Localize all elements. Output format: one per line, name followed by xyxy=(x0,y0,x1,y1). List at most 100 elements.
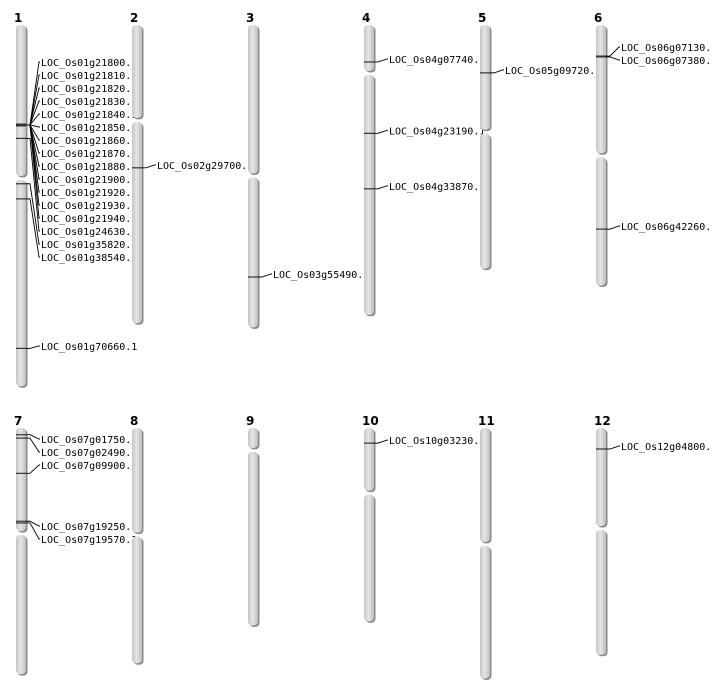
marker-leader-line xyxy=(374,129,388,134)
chromosome-11: 11 xyxy=(478,414,495,680)
chromosome-6: 6LOC_Os06g07130.1LOC_Os06g07380.1LOC_Os0… xyxy=(594,11,712,287)
chromosome-number: 4 xyxy=(362,11,370,25)
chromosome-long-arm xyxy=(132,536,142,664)
marker-label[interactable]: LOC_Os01g21880.1 xyxy=(41,162,137,173)
chromosome-number: 2 xyxy=(130,11,138,25)
chromosome-number: 11 xyxy=(478,414,495,428)
chromosome-short-arm xyxy=(480,428,490,542)
marker-leader-line xyxy=(374,58,388,63)
marker-label[interactable]: LOC_Os07g09900.1 xyxy=(41,461,137,472)
marker-leader-line xyxy=(606,445,620,450)
marker-leader-line xyxy=(26,437,40,453)
marker-label[interactable]: LOC_Os01g21840.1 xyxy=(41,110,137,121)
marker-leader-line xyxy=(26,183,40,245)
chromosome-short-arm xyxy=(248,428,258,448)
marker-leader-line xyxy=(374,185,388,190)
chromosome-long-arm xyxy=(480,545,490,679)
marker-label[interactable]: LOC_Os06g07380.1 xyxy=(621,56,712,67)
chromosome-short-arm xyxy=(480,25,490,130)
chromosome-number: 9 xyxy=(246,414,254,428)
chromosome-long-arm xyxy=(596,157,606,286)
marker-leader-line xyxy=(26,345,40,349)
chromosome-short-arm xyxy=(364,428,374,491)
chromosome-long-arm xyxy=(364,74,374,315)
chromosome-short-arm xyxy=(132,25,142,118)
marker-label[interactable]: LOC_Os01g21830.1 xyxy=(41,97,137,108)
marker-label[interactable]: LOC_Os06g07130.1 xyxy=(621,43,712,54)
chromosome-number: 6 xyxy=(594,11,602,25)
chromosome-1: 1LOC_Os01g21800.1LOC_Os01g21810.1LOC_Os0… xyxy=(14,11,137,388)
chromosome-number: 12 xyxy=(594,414,611,428)
marker-leader-line xyxy=(26,137,40,232)
marker-label[interactable]: LOC_Os07g19570.1 xyxy=(41,535,137,546)
marker-leader-line xyxy=(26,522,40,540)
chromosome-number: 10 xyxy=(362,414,379,428)
marker-leader-line xyxy=(258,273,272,278)
marker-leader-line xyxy=(606,225,620,230)
chromosome-short-arm xyxy=(16,25,26,176)
chromosome-7: 7LOC_Os07g01750.1LOC_Os07g02490.1LOC_Os0… xyxy=(14,414,137,676)
marker-label[interactable]: LOC_Os03g55490.1 xyxy=(273,270,369,281)
marker-leader-line xyxy=(490,69,504,74)
chromosome-short-arm xyxy=(16,428,26,531)
chromosome-4: 4LOC_Os04g07740.1LOC_Os04g23190.1LOC_Os0… xyxy=(362,11,485,317)
marker-label[interactable]: LOC_Os05g09720.1 xyxy=(505,66,601,77)
marker-label[interactable]: LOC_Os02g29700.1 xyxy=(157,161,253,172)
marker-label[interactable]: LOC_Os01g21940.1 xyxy=(41,214,137,225)
marker-leader-line xyxy=(606,56,620,61)
marker-leader-line xyxy=(26,113,40,126)
marker-label[interactable]: LOC_Os01g38540.1 xyxy=(41,253,137,264)
marker-label[interactable]: LOC_Os01g35820.1 xyxy=(41,240,137,251)
marker-label[interactable]: LOC_Os01g21850.1 xyxy=(41,123,137,134)
marker-label[interactable]: LOC_Os01g21800.1 xyxy=(41,58,137,69)
chromosome-long-arm xyxy=(132,121,142,324)
marker-leader-line xyxy=(142,164,156,169)
marker-label[interactable]: LOC_Os12g04800.1 xyxy=(621,442,712,453)
chromosome-9: 9 xyxy=(246,414,260,627)
chromosome-number: 7 xyxy=(14,414,22,428)
chromosome-number: 3 xyxy=(246,11,254,25)
chromosome-number: 8 xyxy=(130,414,138,428)
chromosome-long-arm xyxy=(16,179,26,387)
chromosome-long-arm xyxy=(596,529,606,655)
marker-leader-line xyxy=(374,439,388,444)
marker-label[interactable]: LOC_Os04g07740.1 xyxy=(389,55,485,66)
marker-label[interactable]: LOC_Os07g01750.1 xyxy=(41,435,137,446)
chromosome-short-arm xyxy=(132,428,142,533)
marker-label[interactable]: LOC_Os10g03230.1 xyxy=(389,436,485,447)
marker-label[interactable]: LOC_Os01g21900.1 xyxy=(41,175,137,186)
marker-label[interactable]: LOC_Os01g21810.1 xyxy=(41,71,137,82)
marker-label[interactable]: LOC_Os07g19250.1 xyxy=(41,522,137,533)
marker-label[interactable]: LOC_Os04g33870.1 xyxy=(389,182,485,193)
marker-leader-line xyxy=(26,124,40,219)
marker-label[interactable]: LOC_Os04g23190.1 xyxy=(389,126,485,137)
marker-leader-line xyxy=(26,520,40,527)
marker-label[interactable]: LOC_Os01g21870.1 xyxy=(41,149,137,160)
marker-label[interactable]: LOC_Os01g21860.1 xyxy=(41,136,137,147)
chromosome-long-arm xyxy=(248,177,258,328)
chromosome-short-arm xyxy=(248,25,258,174)
marker-label[interactable]: LOC_Os07g02490.1 xyxy=(41,448,137,459)
marker-label[interactable]: LOC_Os01g21820.1 xyxy=(41,84,137,95)
marker-label[interactable]: LOC_Os01g21920.1 xyxy=(41,188,137,199)
marker-label[interactable]: LOC_Os01g24630.1 xyxy=(41,227,137,238)
chromosome-long-arm xyxy=(480,133,490,269)
chromosome-short-arm xyxy=(596,428,606,526)
marker-leader-line xyxy=(606,46,620,57)
marker-leader-line xyxy=(26,198,40,258)
chromosome-long-arm xyxy=(16,535,26,675)
marker-label[interactable]: LOC_Os06g42260.1 xyxy=(621,222,712,233)
chromosome-number: 5 xyxy=(478,11,486,25)
marker-label[interactable]: LOC_Os01g21930.1 xyxy=(41,201,137,212)
chromosome-long-arm xyxy=(364,494,374,622)
chromosome-8: 8 xyxy=(130,414,144,665)
marker-label[interactable]: LOC_Os01g70660.1 xyxy=(41,342,137,353)
chromosome-short-arm xyxy=(364,25,374,71)
marker-leader-line xyxy=(26,434,40,440)
